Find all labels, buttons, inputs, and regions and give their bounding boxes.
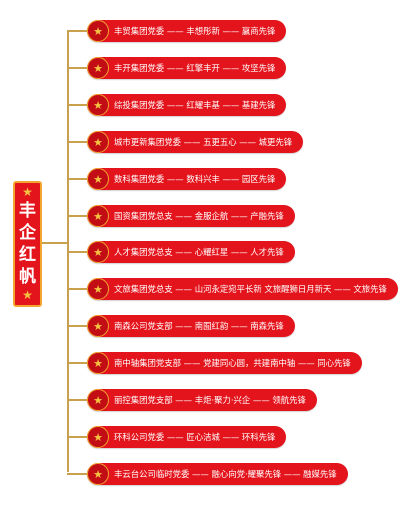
branch-connector [67,215,89,217]
branch-node: ★ 丰云台公司临时党委 —— 融心向党·耀聚先锋 —— 融媒先锋 [87,463,348,485]
branch-node: ★ 南中轴集团党支部 —— 党建同心圆，共建南中轴 —— 同心先锋 [87,352,362,374]
branch-connector [67,473,89,475]
root-title-char: 丰 [19,201,36,221]
star-badge: ★ [87,278,109,300]
branch-label: 丰贸集团党委 —— 丰想彤新 —— 赢商先锋 [114,26,276,36]
branch-label: 丰开集团党委 —— 红擎丰开 —— 攻坚先锋 [114,63,276,73]
root-title-char: 红 [19,245,36,265]
star-badge: ★ [87,20,109,42]
star-icon: ★ [93,135,103,149]
branch-connector [67,178,89,180]
branch-node: ★ 丽控集团党支部 —— 丰炬·聚力·兴企 —— 领航先锋 [87,389,317,411]
star-icon: ★ [93,393,103,407]
branch-label: 南中轴集团党支部 —— 党建同心圆，共建南中轴 —— 同心先锋 [114,358,351,368]
branch-label: 国资集团党总支 —— 金服企航 —— 产融先锋 [114,211,284,221]
star-icon: ★ [93,430,103,444]
star-badge: ★ [87,241,109,263]
branch-connector [67,104,89,106]
branch-node: ★ 南森公司党支部 —— 南囿红韵 —— 南森先锋 [87,315,295,337]
star-badge: ★ [87,426,109,448]
branch-node: ★ 文旅集团党总支 —— 山河永定宛平长新 文旅醒狮日月新天 —— 文旅先锋 [87,278,398,300]
branch-label: 南森公司党支部 —— 南囿红韵 —— 南森先锋 [114,321,284,331]
branch-label: 丽控集团党支部 —— 丰炬·聚力·兴企 —— 领航先锋 [114,395,306,405]
star-badge: ★ [87,315,109,337]
star-icon: ★ [93,245,103,259]
branch-connector [67,30,89,32]
branch-connector [67,251,89,253]
star-badge: ★ [87,205,109,227]
branch-node: ★ 城市更新集团党委 —— 五更五心 —— 城更先锋 [87,131,304,153]
star-icon: ★ [93,282,103,296]
branch-node: ★ 环科公司党委 —— 匠心洁城 —— 环科先锋 [87,426,287,448]
branch-label: 人才集团党总支 —— 心耀红星 —— 人才先锋 [114,247,284,257]
root-title-char: 帆 [19,267,36,287]
branch-label: 综投集团党委 —— 红耀丰基 —— 基建先锋 [114,100,276,110]
star-icon: ★ [22,288,33,302]
branch-label: 丰云台公司临时党委 —— 融心向党·耀聚先锋 —— 融媒先锋 [114,469,337,479]
branch-node: ★ 综投集团党委 —— 红耀丰基 —— 基建先锋 [87,94,287,116]
star-icon: ★ [93,467,103,481]
branch-label: 数科集团党委 —— 数科兴丰 —— 园区先锋 [114,174,276,184]
star-badge: ★ [87,168,109,190]
branch-node: ★ 数科集团党委 —— 数科兴丰 —— 园区先锋 [87,168,287,190]
star-icon: ★ [93,356,103,370]
root-connector [42,242,68,244]
branch-connector [67,399,89,401]
star-badge: ★ [87,352,109,374]
star-badge: ★ [87,131,109,153]
star-badge: ★ [87,389,109,411]
star-icon: ★ [93,172,103,186]
star-icon: ★ [93,24,103,38]
star-icon: ★ [93,61,103,75]
branch-node: ★ 丰开集团党委 —— 红擎丰开 —— 攻坚先锋 [87,57,287,79]
star-icon: ★ [93,319,103,333]
star-badge: ★ [87,94,109,116]
branch-label: 文旅集团党总支 —— 山河永定宛平长新 文旅醒狮日月新天 —— 文旅先锋 [114,284,387,294]
root-title-char: 企 [19,223,36,243]
branch-connector [67,141,89,143]
branch-label: 环科公司党委 —— 匠心洁城 —— 环科先锋 [114,432,276,442]
branch-connector [67,362,89,364]
branch-connector [67,67,89,69]
branch-node: ★ 人才集团党总支 —— 心耀红星 —— 人才先锋 [87,241,295,263]
star-badge: ★ [87,57,109,79]
star-icon: ★ [93,98,103,112]
branch-node: ★ 丰贸集团党委 —— 丰想彤新 —— 赢商先锋 [87,20,287,42]
star-icon: ★ [93,209,103,223]
star-icon: ★ [22,185,33,199]
branch-label: 城市更新集团党委 —— 五更五心 —— 城更先锋 [114,137,293,147]
branch-connector [67,288,89,290]
branch-connector [67,325,89,327]
branch-connector [67,436,89,438]
branch-node: ★ 国资集团党总支 —— 金服企航 —— 产融先锋 [87,205,295,227]
root-title-box: ★ 丰 企 红 帆 ★ [13,181,42,307]
star-badge: ★ [87,463,109,485]
